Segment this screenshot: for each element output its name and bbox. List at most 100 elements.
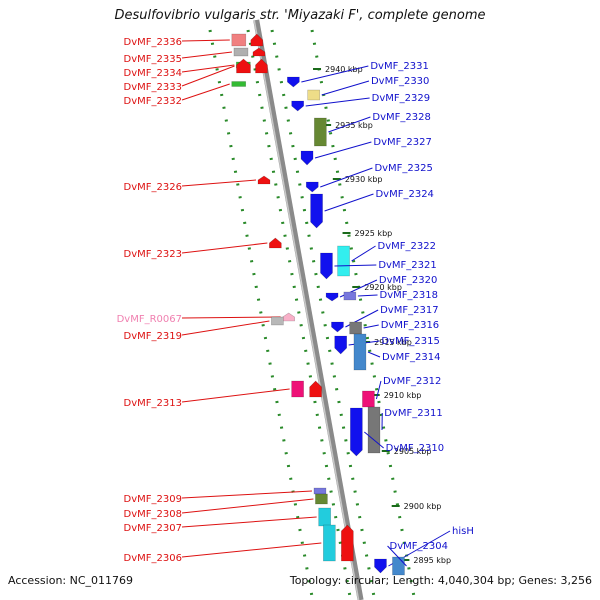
tick-label: 2905 kbp [394,447,432,456]
label-dvmf-2304[interactable]: DvMF_2304 [390,541,448,552]
label-dvmf-2318[interactable]: DvMF_2318 [380,290,438,301]
leader-dvmf-2327 [314,141,372,159]
gene-dvmf-2306[interactable] [323,524,336,562]
tick-label: 2940 kbp [325,65,363,74]
gene-dvmf-2322[interactable] [337,245,350,277]
leader-dvmf-2333 [181,65,235,87]
label-dvmf-2330[interactable]: DvMF_2330 [371,76,429,87]
genome-backbone-highlight [253,19,360,600]
leader-dvmf-2334 [181,64,235,73]
leader-dvmf-2321 [334,264,377,267]
tick-label: 2915 kbp [374,338,412,347]
gene-dvmf-2317[interactable] [331,321,344,333]
label-dvmf-2321[interactable]: DvMF_2321 [378,260,436,271]
gene-dvmf-r0067[interactable] [282,312,295,322]
label-dvmf-r0067[interactable]: DvMF_R0067 [117,314,182,325]
label-dvmf-2328[interactable]: DvMF_2328 [372,112,430,123]
gene-dvmf-2325[interactable] [305,181,319,193]
leader-dvmf-2307 [181,516,317,528]
label-dvmf-2314[interactable]: DvMF_2314 [382,352,440,363]
leader-dvmf-2306 [181,542,322,558]
label-dvmf-2315[interactable]: DvMF_2315 [381,336,439,347]
label-dvmf-2323[interactable]: DvMF_2323 [124,249,182,260]
accession-text: Accession: NC_011769 [8,574,134,587]
label-dvmf-2327[interactable]: DvMF_2327 [373,137,431,148]
label-dvmf-2307[interactable]: DvMF_2307 [124,523,182,534]
label-dvmf-2322[interactable]: DvMF_2322 [378,241,436,252]
gene-dvmf-2311[interactable] [367,406,381,454]
tick-label: 2900 kbp [404,502,442,511]
label-dvmf-2313[interactable]: DvMF_2313 [124,398,182,409]
gene-dvmf-2310[interactable] [350,407,363,457]
label-dvmf-2319[interactable]: DvMF_2319 [124,331,182,342]
gene-dvmf-2309[interactable] [313,487,327,495]
gene-dvmf-2333[interactable] [236,58,251,74]
label-dvmf-2311[interactable]: DvMF_2311 [384,408,442,419]
label-dvmf-2317[interactable]: DvMF_2317 [380,305,438,316]
leader-dvmf-2323 [181,242,268,254]
gene-dvmf-2316[interactable] [349,321,362,335]
gene-dvmf-2324[interactable] [310,193,323,229]
leader-dvmf-2308 [181,498,314,514]
label-hish[interactable]: hisH [452,526,474,537]
tick-label: 2920 kbp [364,283,402,292]
gene-dvmf-2330[interactable] [307,89,321,101]
gene-dvmf-2307[interactable] [318,507,331,527]
gene-dvmf-2335-pair[interactable] [252,47,266,57]
gene-dvmf-2319[interactable] [271,316,284,326]
gene-dvmf-2333-pair[interactable] [255,58,268,74]
gene-dvmf-2312[interactable] [362,390,375,408]
leader-dvmf-2310 [364,431,384,449]
label-dvmf-2310[interactable]: DvMF_2310 [386,443,444,454]
gene-dvmf-2329[interactable] [291,100,304,112]
leader-dvmf-2316 [363,324,379,329]
gene-dvmf-2336-pair[interactable] [250,33,264,47]
gene-dvmf-2304[interactable] [392,556,405,576]
leader-dvmf-2309 [181,490,313,499]
label-dvmf-2309[interactable]: DvMF_2309 [124,494,182,505]
gene-dvmf-2321[interactable] [320,252,333,280]
gene-dvmf-2308[interactable] [315,493,328,505]
gene-dvmf-2314[interactable] [353,333,367,371]
strand-guide-inner-right [270,29,377,600]
gene-dvmf-2318[interactable] [343,291,357,301]
label-dvmf-2320[interactable]: DvMF_2320 [379,275,437,286]
label-dvmf-2324[interactable]: DvMF_2324 [375,189,433,200]
gene-dvmf-2320[interactable] [325,292,339,302]
label-dvmf-2306[interactable]: DvMF_2306 [124,553,182,564]
gene-dvmf-2306-pair[interactable] [341,524,354,562]
gene-dvmf-2315[interactable] [334,335,348,355]
label-dvmf-2308[interactable]: DvMF_2308 [124,509,182,520]
strand-guide-inner-left [246,29,353,600]
label-dvmf-2335[interactable]: DvMF_2335 [124,54,182,65]
leader-dvmf-2332 [181,83,230,101]
label-dvmf-2326[interactable]: DvMF_2326 [124,182,182,193]
leader-dvmf-2326 [181,179,257,187]
gene-dvmf-2323[interactable] [269,237,282,249]
gene-hish[interactable] [374,558,387,574]
leader-dvmf-2330 [321,80,370,96]
label-dvmf-2312[interactable]: DvMF_2312 [383,376,441,387]
gene-dvmf-2336[interactable] [231,33,247,47]
tick-label: 2925 kbp [355,229,393,238]
gene-dvmf-2313[interactable] [291,380,304,398]
gene-dvmf-2335[interactable] [233,47,249,57]
gene-dvmf-2331[interactable] [287,76,300,88]
gene-dvmf-2328[interactable] [314,117,327,147]
tick-label: 2935 kbp [335,121,373,130]
gene-dvmf-2332[interactable] [231,81,247,87]
gene-dvmf-2327[interactable] [300,150,314,166]
gene-dvmf-2326[interactable] [257,175,271,185]
topology-summary: Topology: circular; Length: 4,040,304 bp… [289,574,592,587]
label-dvmf-2333[interactable]: DvMF_2333 [124,82,182,93]
label-dvmf-2334[interactable]: DvMF_2334 [124,68,182,79]
label-dvmf-2336[interactable]: DvMF_2336 [124,37,182,48]
label-dvmf-2329[interactable]: DvMF_2329 [372,93,430,104]
label-dvmf-2331[interactable]: DvMF_2331 [370,61,428,72]
label-dvmf-2316[interactable]: DvMF_2316 [381,320,439,331]
label-dvmf-2325[interactable]: DvMF_2325 [374,163,432,174]
gene-dvmf-2313-pair[interactable] [309,380,322,398]
label-dvmf-2332[interactable]: DvMF_2332 [124,96,182,107]
